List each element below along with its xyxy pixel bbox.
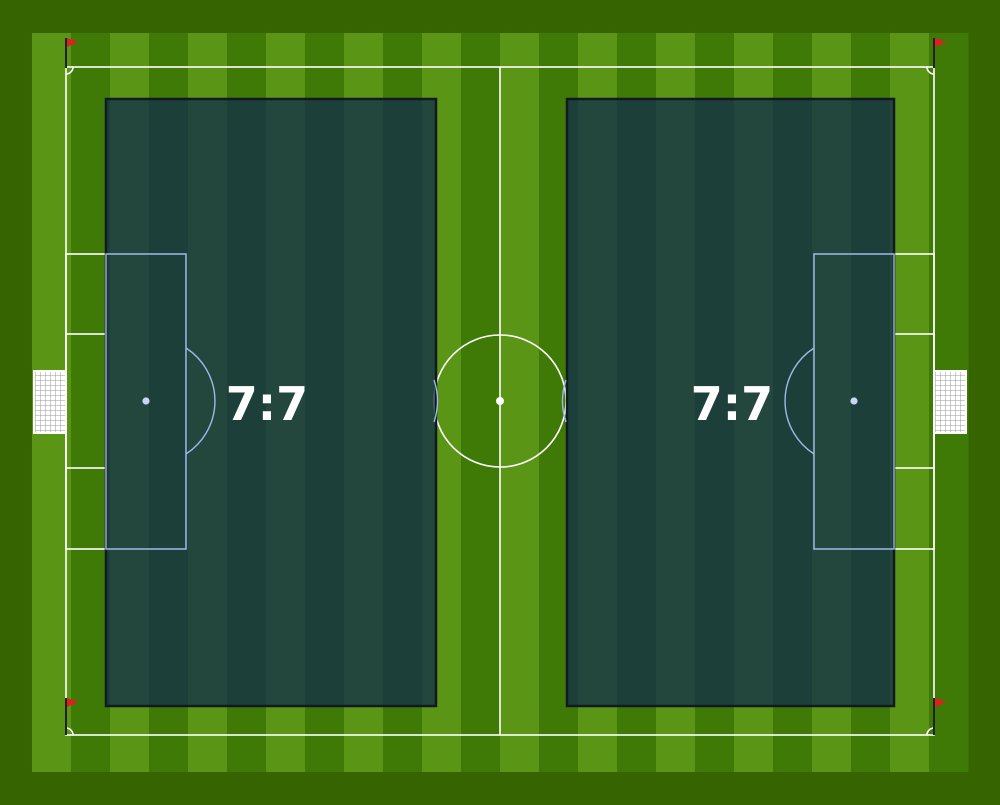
grass-stripe	[500, 33, 540, 772]
corner-flags	[65, 38, 946, 735]
zone-left-area	[104, 97, 438, 708]
goal-net-icon	[33, 370, 67, 434]
zone-right-centre-arc	[561, 379, 567, 423]
grass-stripe	[461, 33, 501, 772]
zone-right-label: 7:7	[691, 377, 773, 431]
zone-left-label: 7:7	[226, 377, 308, 431]
corner-arc-top-right	[926, 66, 935, 75]
zone-left-penalty-box	[105, 253, 187, 550]
corner-flag-icon	[65, 38, 78, 68]
zone-right-penalty-arc	[784, 347, 815, 455]
goal-net-icon	[933, 370, 967, 434]
corner-flag-icon	[933, 698, 946, 735]
corner-flag-icon	[933, 38, 946, 68]
goal-right	[933, 370, 967, 434]
zone-right-penalty-box	[813, 253, 895, 550]
zone-left-penalty-spot	[142, 397, 150, 405]
zone-left: 7:7	[104, 97, 439, 708]
goal-left	[33, 370, 67, 434]
zone-right: 7:7	[561, 97, 896, 708]
zone-left-penalty-arc	[185, 347, 216, 455]
grass-stripe	[71, 33, 111, 772]
zone-left-centre-arc	[433, 379, 439, 423]
centre-spot	[495, 396, 504, 405]
grass-stripe	[890, 33, 930, 772]
zone-right-area	[565, 97, 896, 708]
corner-flag-icon	[65, 698, 78, 735]
corner-arc-top-left	[65, 66, 74, 75]
zone-right-penalty-spot	[850, 397, 858, 405]
